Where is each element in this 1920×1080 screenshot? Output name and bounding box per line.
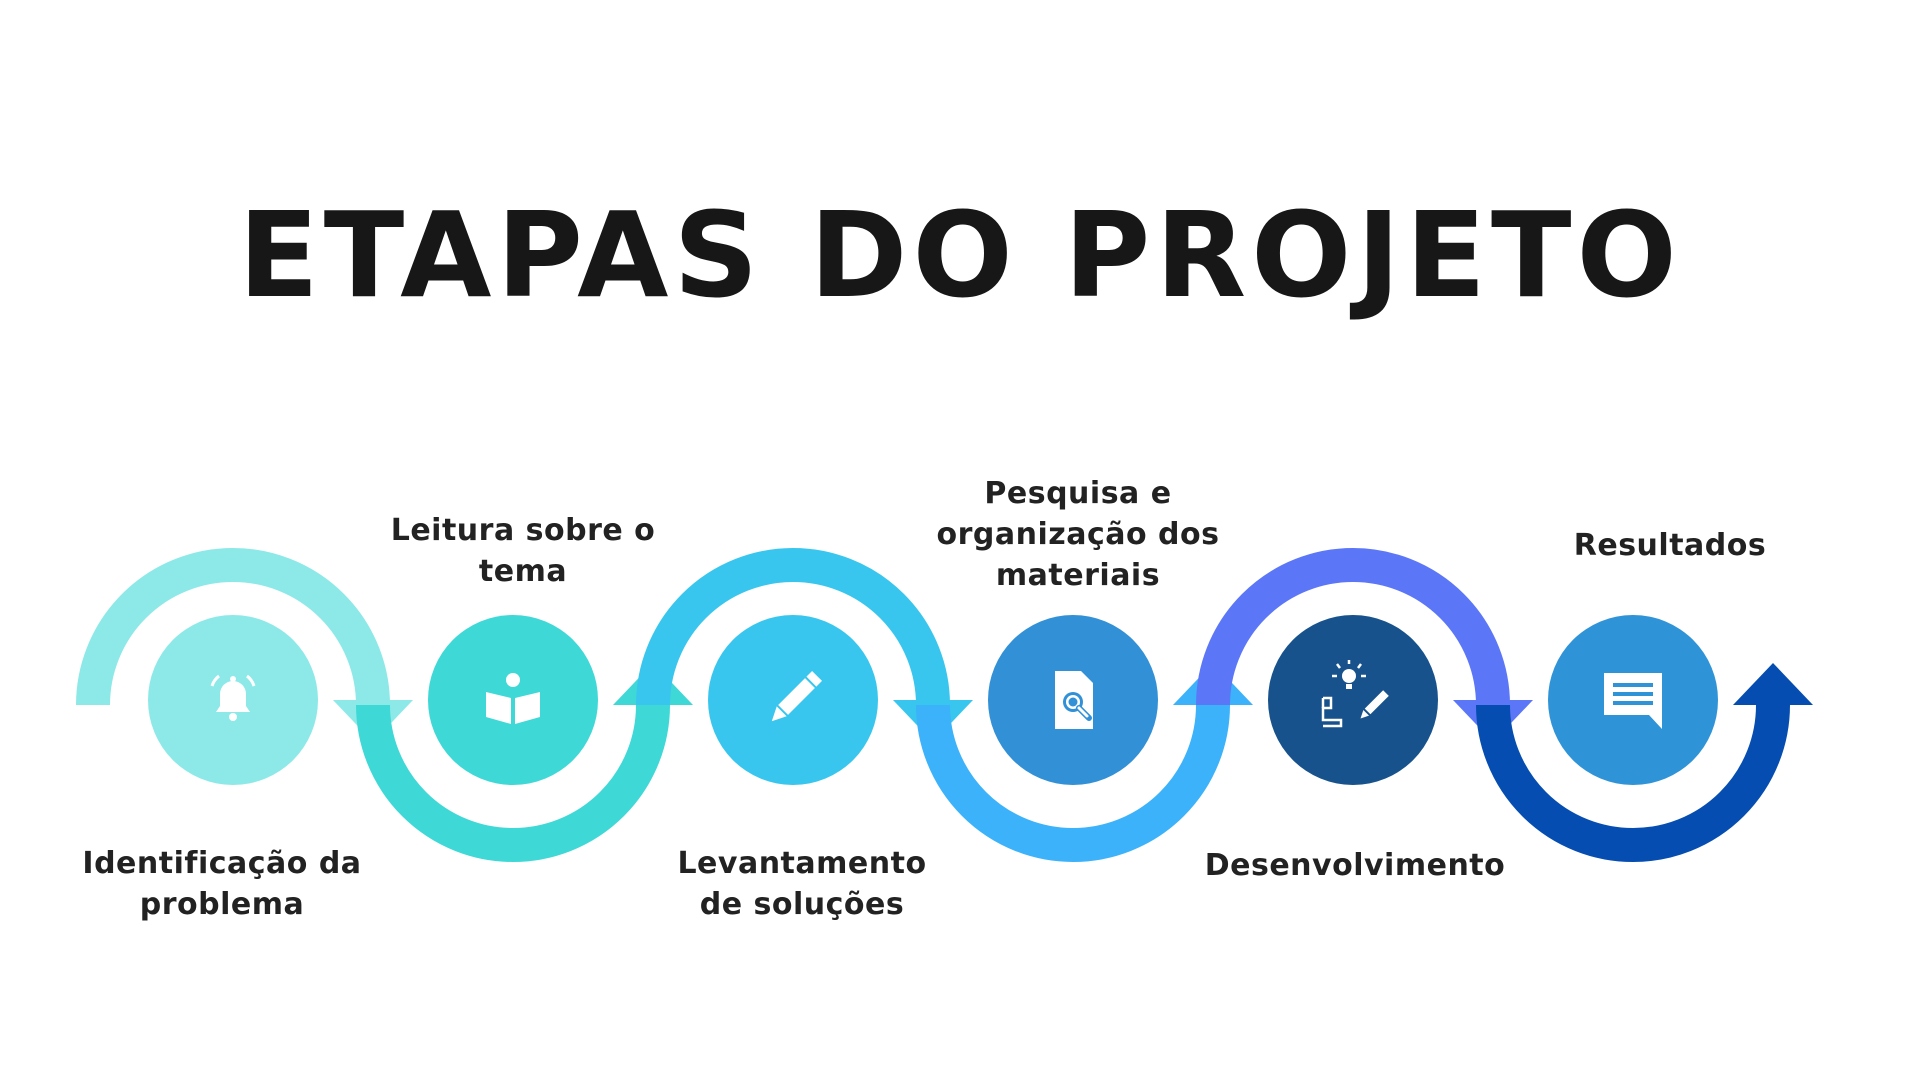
chat-message-icon	[1604, 673, 1662, 729]
flow-arc-2	[356, 704, 670, 862]
flow-arc-3	[636, 548, 950, 706]
book-reader-icon	[486, 673, 540, 724]
flow-arc-5	[1196, 548, 1510, 706]
page-title: ETAPAS DO PROJETO	[238, 186, 1682, 324]
flow-arc-1	[76, 548, 390, 706]
bell-icon	[210, 674, 256, 721]
step-label-3: Levantamento de soluções	[677, 846, 927, 922]
flow-arc-6	[1476, 704, 1790, 862]
step-label-5: Desenvolvimento	[1204, 848, 1506, 883]
flow-arrowhead-6	[1733, 663, 1813, 705]
step-label-4: Pesquisa e organização dos materiais	[936, 476, 1220, 593]
document-search-icon	[1055, 671, 1093, 729]
idea-plan-icon	[1321, 660, 1389, 728]
flow-arc-4	[916, 704, 1230, 862]
step-circle-2	[428, 615, 598, 785]
step-circle-5	[1268, 615, 1438, 785]
step-label-6: Resultados	[1573, 528, 1767, 563]
step-label-1: Identificação da problema	[82, 846, 362, 922]
step-label-2: Leitura sobre o tema	[390, 513, 656, 589]
